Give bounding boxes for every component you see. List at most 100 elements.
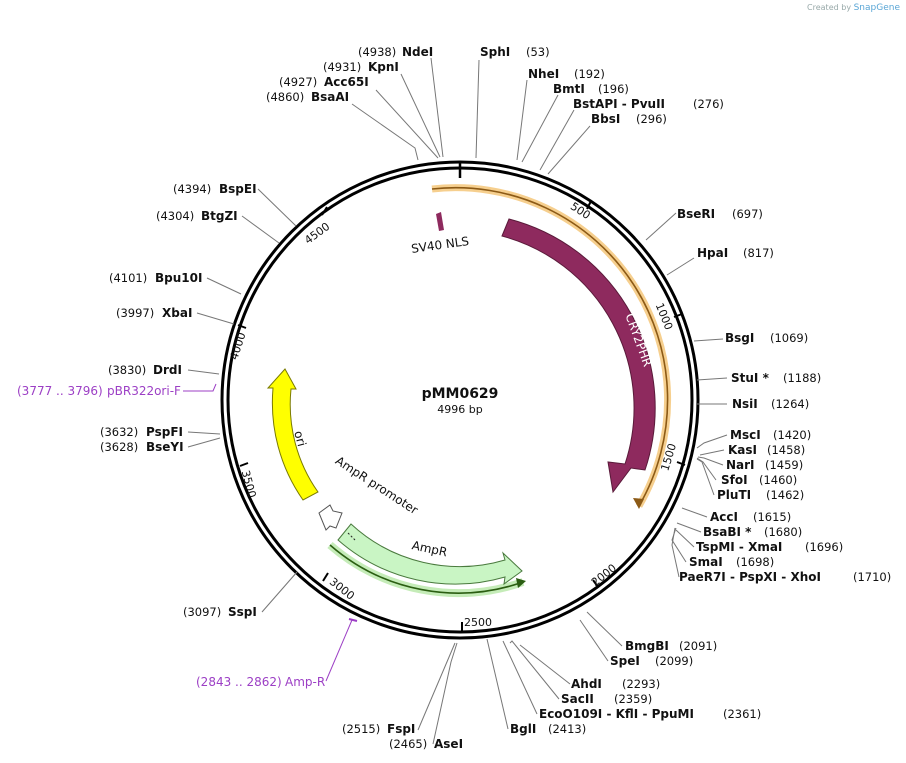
enzyme-name[interactable]: AseI <box>434 737 463 751</box>
enzyme-position: (1710) <box>853 570 891 584</box>
enzyme-position: (1698) <box>736 555 774 569</box>
primer-range: (2843 .. 2862) <box>196 675 282 689</box>
enzyme-name[interactable]: KasI <box>728 443 757 457</box>
enzyme-position: (1264) <box>771 397 809 411</box>
cry2phr-feature[interactable] <box>501 218 656 494</box>
enzyme-name[interactable]: BstAPI - PvuII <box>573 97 665 111</box>
enzyme-position: (3097) <box>183 605 221 619</box>
enzyme-name[interactable]: SpeI <box>610 654 640 668</box>
enzyme-name[interactable]: HpaI <box>697 246 728 260</box>
enzyme-name[interactable]: FspI <box>387 722 415 736</box>
enzyme-name[interactable]: BsgI <box>725 331 754 345</box>
enzyme-name[interactable]: NdeI <box>402 45 433 59</box>
enzyme-position: (296) <box>636 112 667 126</box>
ruler-tick-label: 2500 <box>464 616 492 629</box>
enzyme-position: (1460) <box>759 473 797 487</box>
ori-label: ori <box>291 429 309 448</box>
enzyme-position: (196) <box>598 82 629 96</box>
enzyme-position: (4304) <box>156 209 194 223</box>
enzyme-name[interactable]: PspFI <box>146 425 183 439</box>
enzyme-name[interactable]: BmgBI <box>625 639 669 653</box>
enzyme-name[interactable]: SacII <box>561 692 594 706</box>
enzyme-position: (4927) <box>279 75 317 89</box>
ruler-tick-label: 2000 <box>589 561 619 588</box>
enzyme-position: (1069) <box>770 331 808 345</box>
enzyme-name[interactable]: NheI <box>528 67 559 81</box>
enzyme-position: (3632) <box>100 425 138 439</box>
primer-range: (3777 .. 3796) <box>17 384 103 398</box>
enzyme-name[interactable]: DrdI <box>153 363 182 377</box>
ori-feature[interactable] <box>266 368 319 501</box>
enzyme-position: (2361) <box>723 707 761 721</box>
enzyme-name[interactable]: StuI * <box>731 371 770 385</box>
enzyme-name[interactable]: PluTI <box>717 488 751 502</box>
enzyme-position: (4938) <box>358 45 396 59</box>
enzyme-position: (1420) <box>773 428 811 442</box>
enzyme-position: (697) <box>732 207 763 221</box>
primer-markers <box>183 383 358 682</box>
enzyme-position: (53) <box>526 45 550 59</box>
enzyme-position: (1188) <box>783 371 821 385</box>
enzyme-name[interactable]: TspMI - XmaI <box>696 540 782 554</box>
enzyme-position: (1459) <box>765 458 803 472</box>
enzyme-position: (2413) <box>548 722 586 736</box>
enzyme-position: (1458) <box>767 443 805 457</box>
enzyme-name[interactable]: BseRI <box>677 207 715 221</box>
enzyme-leader-lines <box>187 57 728 745</box>
enzyme-name[interactable]: NarI <box>726 458 755 472</box>
enzyme-name[interactable]: SmaI <box>689 555 723 569</box>
sv40-nls-label: SV40 NLS <box>410 234 470 256</box>
snapgene-credit: Created by SnapGene <box>807 3 900 13</box>
enzyme-position: (2091) <box>679 639 717 653</box>
enzyme-position: (4101) <box>109 271 147 285</box>
plasmid-length: 4996 bp <box>437 403 482 416</box>
enzyme-name[interactable]: Acc65I <box>324 75 369 89</box>
enzyme-position: (276) <box>693 97 724 111</box>
enzyme-name[interactable]: BspEI <box>219 182 257 196</box>
enzyme-position: (192) <box>574 67 605 81</box>
enzyme-position: (2359) <box>614 692 652 706</box>
enzyme-name[interactable]: NsiI <box>732 397 758 411</box>
enzyme-position: (4931) <box>323 60 361 74</box>
enzyme-name[interactable]: BsaAI <box>311 90 349 104</box>
enzyme-name[interactable]: XbaI <box>162 306 192 320</box>
enzyme-position: (2465) <box>389 737 427 751</box>
enzyme-position: (1462) <box>766 488 804 502</box>
enzyme-name[interactable]: BtgZI <box>201 209 238 223</box>
enzyme-position: (2099) <box>655 654 693 668</box>
enzyme-position: (1696) <box>805 540 843 554</box>
enzyme-position: (4394) <box>173 182 211 196</box>
credit-brand: SnapGene <box>853 3 900 13</box>
enzyme-name[interactable]: SspI <box>228 605 257 619</box>
enzyme-name[interactable]: BseYI <box>146 440 184 454</box>
enzyme-position: (1615) <box>753 510 791 524</box>
primer-name: pBR322ori-F <box>107 384 181 398</box>
enzyme-name[interactable]: SfoI <box>721 473 748 487</box>
enzyme-name[interactable]: KpnI <box>368 60 399 74</box>
sv40-nls-feature[interactable] <box>436 212 444 231</box>
enzyme-name[interactable]: MscI <box>730 428 761 442</box>
primer-name: Amp-R <box>285 675 325 689</box>
plasmid-name: pMM0629 <box>422 386 499 402</box>
plasmid-backbone <box>220 160 700 640</box>
ampr-strand-arrow <box>516 578 526 588</box>
enzyme-name[interactable]: BsaBI * <box>703 525 752 539</box>
ampr-label: AmpR <box>411 538 449 559</box>
enzyme-name[interactable]: AhdI <box>571 677 602 691</box>
ampr-feature[interactable] <box>337 523 523 586</box>
ampr-promoter-link <box>347 532 356 541</box>
cry2phr-strand-arrow <box>633 498 644 509</box>
enzyme-name[interactable]: EcoO109I - KflI - PpuMI <box>539 707 694 721</box>
ampr-strand-line <box>329 544 524 594</box>
enzyme-name[interactable]: BglI <box>510 722 536 736</box>
enzyme-name[interactable]: BmtI <box>553 82 585 96</box>
enzyme-name[interactable]: Bpu10I <box>155 271 202 285</box>
enzyme-name[interactable]: AccI <box>710 510 738 524</box>
enzyme-name[interactable]: SphI <box>480 45 510 59</box>
enzyme-position: (3628) <box>100 440 138 454</box>
ampr-promoter-feature[interactable] <box>318 504 343 531</box>
enzyme-position: (3830) <box>108 363 146 377</box>
ampr-promoter-label: AmpR promoter <box>333 454 421 518</box>
enzyme-name[interactable]: BbsI <box>591 112 620 126</box>
enzyme-name[interactable]: PaeR7I - PspXI - XhoI <box>679 570 821 584</box>
